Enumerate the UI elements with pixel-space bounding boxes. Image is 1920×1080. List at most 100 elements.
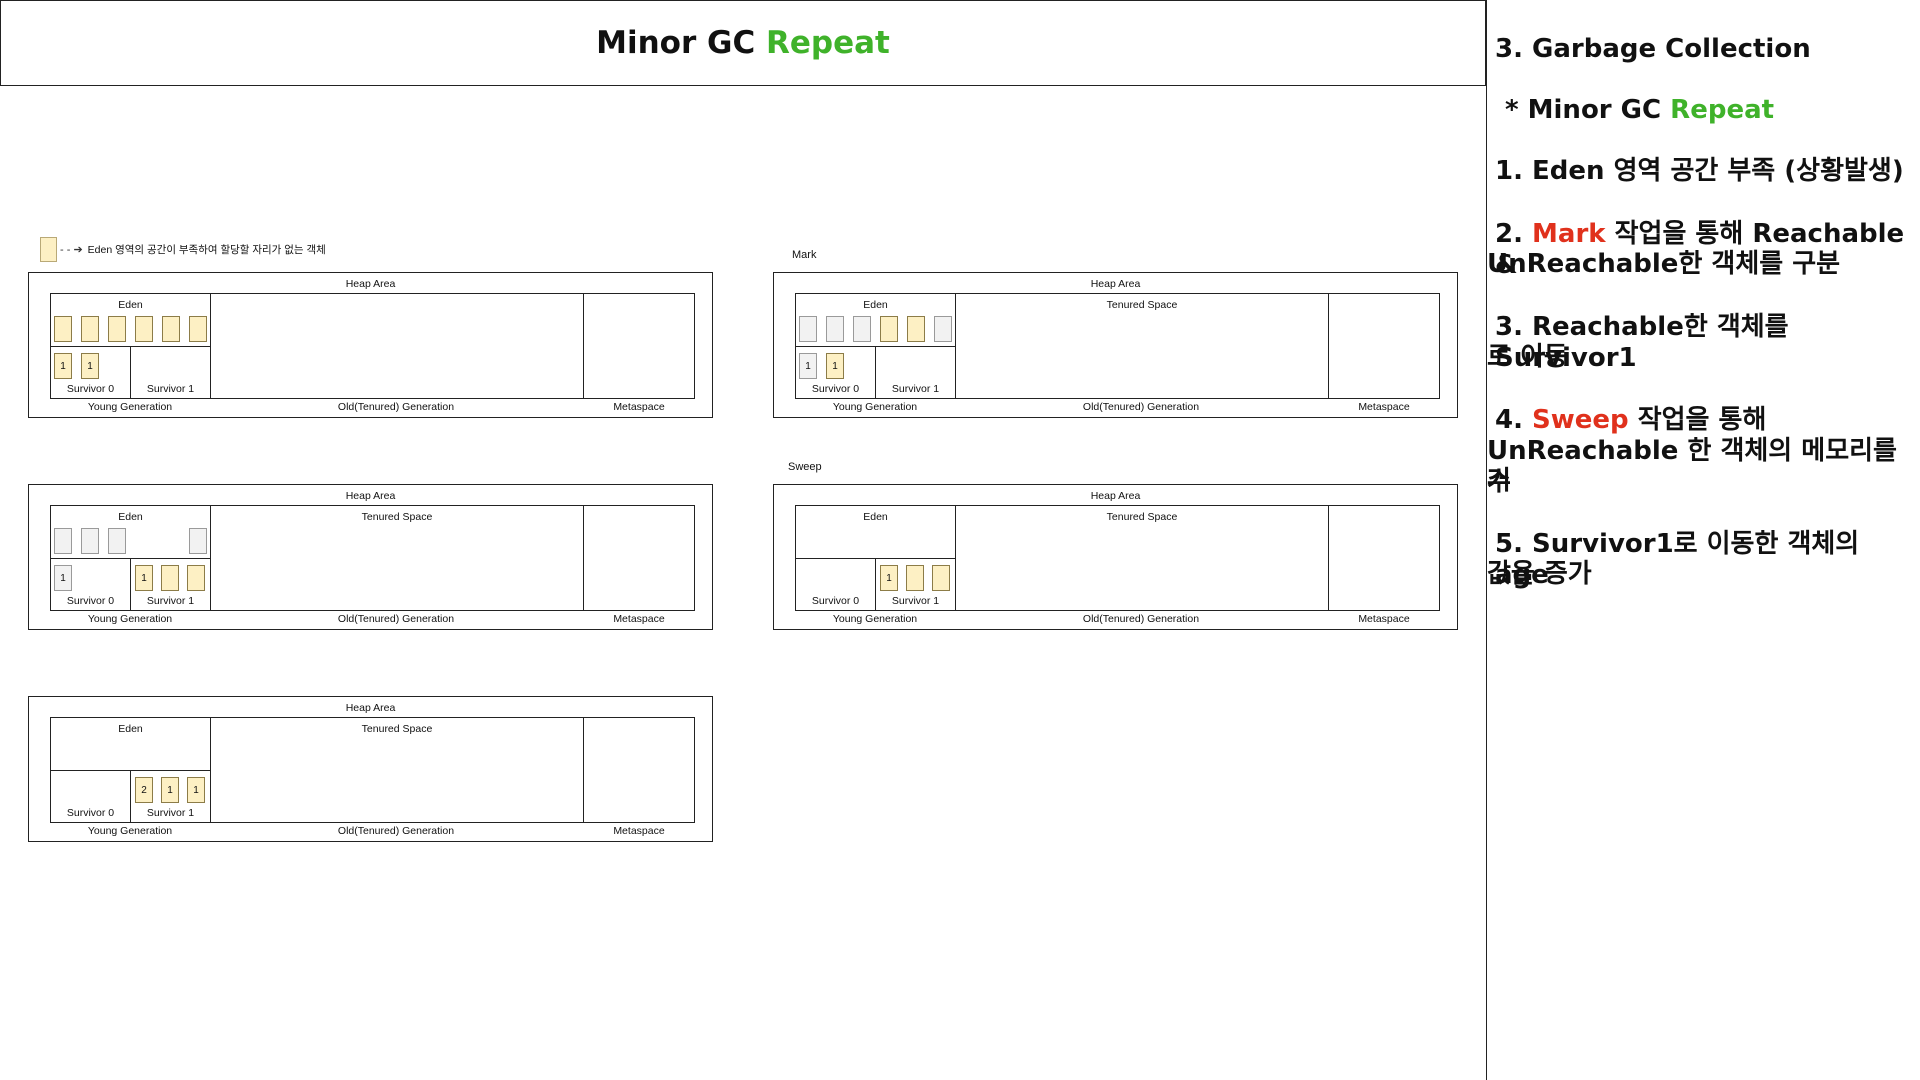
step-5-line-2: 값을 증가 (1487, 559, 1592, 589)
legend-text: Eden 영역의 공간이 부족하여 할당할 자리가 없는 객체 (87, 244, 326, 256)
old-generation-label: Old(Tenured) Generation (337, 825, 455, 837)
survivor-0-label: Survivor 0 (66, 595, 115, 607)
tenured-space-label: Tenured Space (361, 723, 433, 735)
eden-object (108, 316, 126, 342)
young-generation-label: Young Generation (87, 401, 173, 413)
step-2-rest: 작업을 통해 Reachable & (1495, 219, 1905, 280)
sidebar-subheading: * Minor GC Repeat (1505, 95, 1774, 126)
eden-object (907, 316, 925, 342)
young-old-divider (210, 718, 211, 822)
dashed-arrow-icon: - - ➔ (60, 244, 83, 256)
s0-object: 1 (799, 353, 817, 379)
survivor-1-label: Survivor 1 (891, 595, 940, 607)
old-generation-label: Old(Tenured) Generation (1082, 401, 1200, 413)
survivor-0-label: Survivor 0 (811, 383, 860, 395)
survivor-divider (130, 558, 131, 610)
eden-object (826, 316, 844, 342)
step-4-line-1: 4. Sweep 작업을 통해 (1495, 405, 1766, 436)
legend-object-swatch (40, 237, 57, 262)
step-3-line-1: 3. Reachable한 객체를 Survivor1 (1495, 312, 1789, 373)
old-meta-divider (583, 506, 584, 610)
s1-object: 1 (161, 777, 179, 803)
tenured-space-label: Tenured Space (1106, 299, 1178, 311)
step-4-line-2: UnReachable 한 객체의 메모리를 수 (1487, 436, 1897, 497)
s0-object: 1 (54, 353, 72, 379)
old-meta-divider (583, 294, 584, 398)
s1-object (932, 565, 950, 591)
survivor-0-label: Survivor 0 (66, 383, 115, 395)
title-box: Minor GC Repeat (0, 0, 1486, 86)
old-generation-label: Old(Tenured) Generation (1082, 613, 1200, 625)
heap-area-label: Heap Area (345, 490, 396, 502)
young-old-divider (210, 294, 211, 398)
heap-area-label: Heap Area (345, 278, 396, 290)
survivor-0-label: Survivor 0 (66, 807, 115, 819)
old-meta-divider (583, 718, 584, 822)
eden-object (799, 316, 817, 342)
sidebar-heading: 3. Garbage Collection (1495, 34, 1811, 64)
step-2-line-1: 2. Mark 작업을 통해 Reachable & (1495, 219, 1920, 281)
s1-object: 1 (187, 777, 205, 803)
s0-object: 1 (81, 353, 99, 379)
eden-object (189, 528, 207, 554)
young-old-divider (955, 294, 956, 398)
step-2-prefix: 2. (1495, 219, 1523, 249)
old-meta-divider (1328, 294, 1329, 398)
metaspace-label: Metaspace (613, 613, 665, 625)
step-1: 1. Eden 영역 공간 부족 (상황발생) (1495, 156, 1904, 186)
eden-object (54, 528, 72, 554)
survivor-1-label: Survivor 1 (146, 807, 195, 819)
survivor-divider (875, 558, 876, 610)
eden-object (934, 316, 952, 342)
eden-object (853, 316, 871, 342)
metaspace-label: Metaspace (1358, 401, 1410, 413)
subheading-highlight: Repeat (1670, 95, 1775, 125)
eden-object (189, 316, 207, 342)
survivor-1-label: Survivor 1 (146, 383, 195, 395)
mark-label: Mark (792, 249, 817, 261)
old-meta-divider (1328, 506, 1329, 610)
young-generation-label: Young Generation (832, 401, 918, 413)
survivor-0-label: Survivor 0 (811, 595, 860, 607)
young-old-divider (210, 506, 211, 610)
step-4-prefix: 4. (1495, 405, 1523, 435)
survivor-1-label: Survivor 1 (146, 595, 195, 607)
survivor-divider (130, 770, 131, 822)
heap-area-label: Heap Area (1090, 278, 1141, 290)
s1-object: 1 (135, 565, 153, 591)
metaspace-label: Metaspace (613, 825, 665, 837)
sidebar: 3. Garbage Collection * Minor GC Repeat … (1486, 0, 1920, 1080)
eden-label: Eden (863, 511, 888, 523)
sweep-label: Sweep (788, 461, 822, 473)
s1-object (906, 565, 924, 591)
eden-label: Eden (863, 299, 888, 311)
young-generation-label: Young Generation (87, 825, 173, 837)
young-generation-label: Young Generation (832, 613, 918, 625)
eden-label: Eden (118, 299, 143, 311)
s0-object: 1 (54, 565, 72, 591)
eden-object (54, 316, 72, 342)
young-old-divider (955, 506, 956, 610)
young-generation-label: Young Generation (87, 613, 173, 625)
eden-object (162, 316, 180, 342)
step-4-highlight: Sweep (1532, 405, 1629, 435)
heap-area-label: Heap Area (1090, 490, 1141, 502)
old-generation-label: Old(Tenured) Generation (337, 613, 455, 625)
s1-object: 1 (880, 565, 898, 591)
s0-object: 1 (826, 353, 844, 379)
step-4-line-3: 거 (1487, 466, 1511, 496)
survivor-1-label: Survivor 1 (891, 383, 940, 395)
title-prefix: Minor GC (596, 25, 756, 61)
step-4-rest: 작업을 통해 (1637, 405, 1767, 435)
tenured-space-label: Tenured Space (361, 511, 433, 523)
